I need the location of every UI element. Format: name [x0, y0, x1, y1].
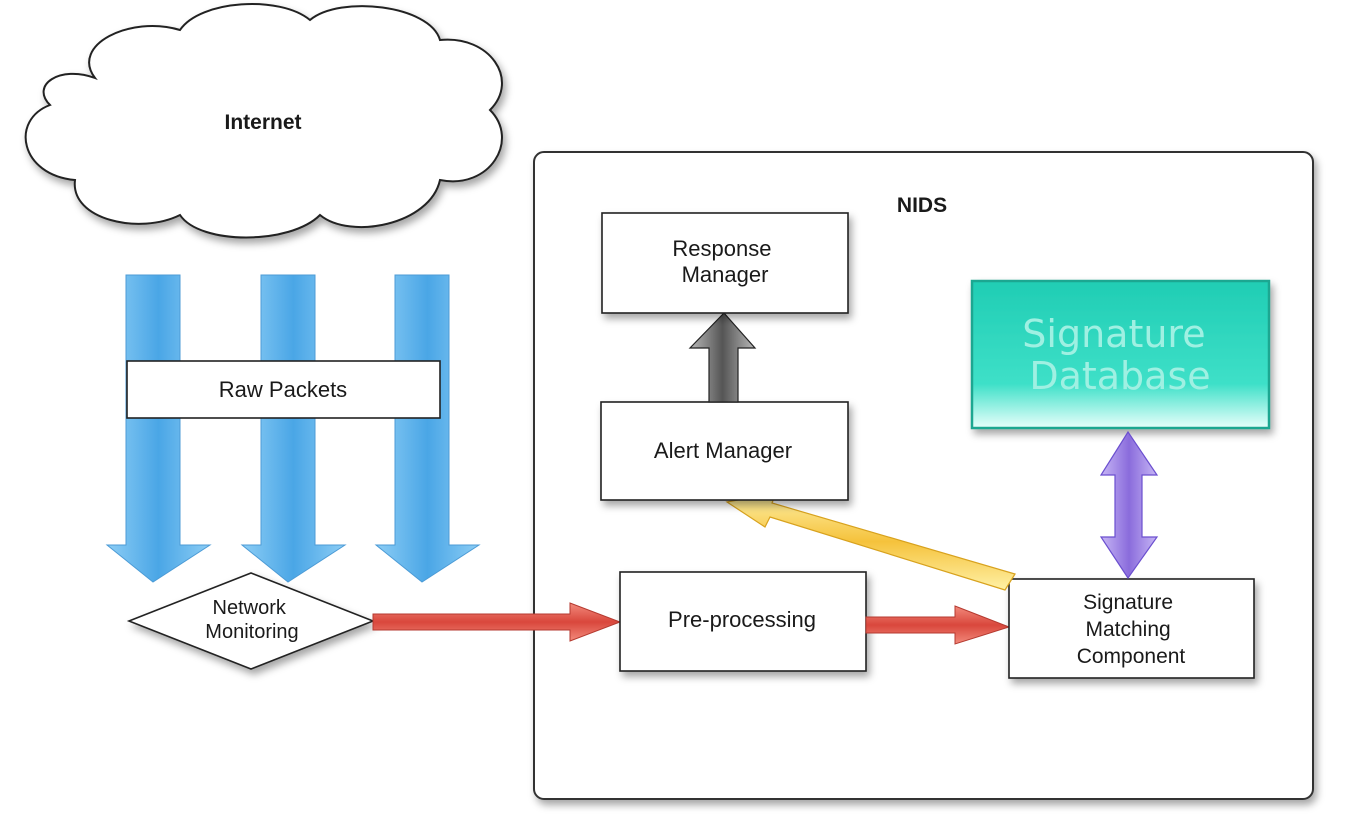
- response-manager-line-2: Manager: [682, 262, 769, 287]
- signature-database-label: Signature Database: [1022, 312, 1217, 398]
- raw-packet-arrow-2: [240, 274, 347, 583]
- database-matching-double-arrow: [1099, 430, 1159, 580]
- signature-database-line-1: Signature: [1022, 312, 1205, 356]
- response-manager-box: [601, 212, 849, 314]
- raw-packet-arrow-3: [374, 274, 481, 583]
- alert-to-response-arrow: [688, 312, 757, 403]
- signature-matching-line-2: Matching: [1085, 618, 1170, 641]
- network-monitoring-label: Network Monitoring: [205, 597, 298, 643]
- network-monitoring-line-1: Network: [213, 597, 287, 619]
- alert-manager-box: [600, 401, 849, 501]
- response-manager-line-1: Response: [672, 236, 771, 261]
- raw-packets-box: [126, 360, 441, 419]
- signature-matching-line-1: Signature: [1083, 591, 1173, 614]
- preprocessing-box: [619, 571, 867, 672]
- internet-label: Internet: [224, 111, 301, 134]
- nids-label: NIDS: [897, 194, 947, 217]
- signature-database-box: [970, 279, 1271, 430]
- signature-matching-box: [1008, 578, 1255, 679]
- signature-database-line-2: Database: [1029, 354, 1210, 398]
- raw-packets-label: Raw Packets: [219, 377, 347, 402]
- monitoring-to-preprocessing-arrow: [372, 602, 622, 642]
- preprocessing-to-matching-arrow: [865, 605, 1011, 645]
- signature-matching-line-3: Component: [1077, 645, 1186, 668]
- preprocessing-label: Pre-processing: [668, 607, 816, 632]
- alert-manager-label: Alert Manager: [654, 438, 792, 463]
- signature-matching-label: Signature Matching Component: [1077, 591, 1186, 668]
- matching-to-alert-arrow: [725, 492, 1016, 591]
- network-monitoring-line-2: Monitoring: [205, 621, 298, 643]
- response-manager-label: Response Manager: [672, 236, 777, 287]
- raw-packet-arrow-1: [105, 274, 212, 583]
- internet-cloud: [24, 3, 503, 239]
